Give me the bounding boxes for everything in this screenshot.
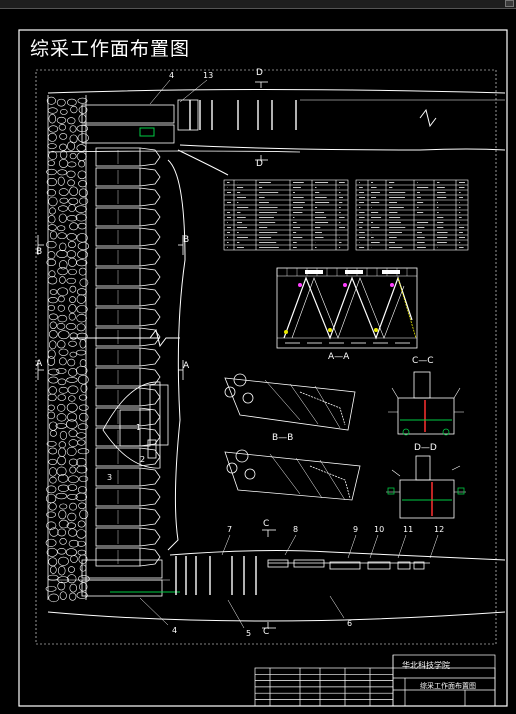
section-title-b-b: B—B xyxy=(272,433,294,443)
title-block-university: 华北科技学院 xyxy=(402,661,450,670)
part-number-3: 3 xyxy=(107,473,113,482)
section-indicators xyxy=(37,81,276,629)
drawing-title: 综采工作面布置图 xyxy=(30,38,191,60)
section-marker-c-top: C xyxy=(263,519,270,529)
cycle-chart xyxy=(276,267,418,349)
hydraulic-supports xyxy=(95,147,161,567)
part-number-9: 9 xyxy=(353,525,359,534)
part-number-12: 12 xyxy=(434,525,445,534)
window-top-bar xyxy=(0,0,516,9)
section-marker-b-left: B xyxy=(36,247,43,257)
d-d-section xyxy=(386,455,466,519)
part-number-7: 7 xyxy=(227,525,233,534)
b-b-section-lower xyxy=(224,449,361,501)
part-number-8: 8 xyxy=(293,525,299,534)
lower-roadway xyxy=(47,550,506,622)
section-marker-a-right: A xyxy=(183,361,190,371)
break-lines xyxy=(70,108,437,348)
section-marker-a-left: A xyxy=(36,359,43,369)
part-number-13: 13 xyxy=(203,71,214,80)
b-b-section-upper xyxy=(224,373,356,431)
part-number-1: 1 xyxy=(136,423,142,432)
c-c-section xyxy=(388,371,464,436)
coal-face xyxy=(167,159,186,551)
sheet-border xyxy=(18,29,508,707)
section-title-d-d: D—D xyxy=(414,443,437,453)
part-number-6: 6 xyxy=(347,619,353,628)
part-number-2: 2 xyxy=(140,455,146,464)
part-number-4-bottom: 4 xyxy=(172,626,178,635)
leader-lines xyxy=(139,79,439,629)
section-marker-c-bottom: C xyxy=(263,627,270,637)
gob-area xyxy=(45,96,90,603)
equipment-table-1 xyxy=(223,179,349,251)
part-number-10: 10 xyxy=(374,525,385,534)
section-marker-d-mid: D xyxy=(256,159,263,169)
window-corner-icon[interactable] xyxy=(505,0,514,7)
section-marker-b-right: B xyxy=(183,235,190,245)
upper-roadway xyxy=(47,89,506,153)
section-marker-d-top: D xyxy=(256,68,263,78)
inner-frame xyxy=(35,69,497,645)
part-number-4-top: 4 xyxy=(169,71,175,80)
title-block xyxy=(254,654,496,707)
shearer xyxy=(102,381,169,469)
section-title-a-a: A—A xyxy=(328,352,350,362)
part-number-5: 5 xyxy=(246,629,252,638)
section-title-c-c: C—C xyxy=(412,356,434,366)
title-block-subtitle: 综采工作面布置图 xyxy=(420,682,476,690)
equipment-table-2 xyxy=(355,179,469,251)
part-number-11: 11 xyxy=(403,525,414,534)
